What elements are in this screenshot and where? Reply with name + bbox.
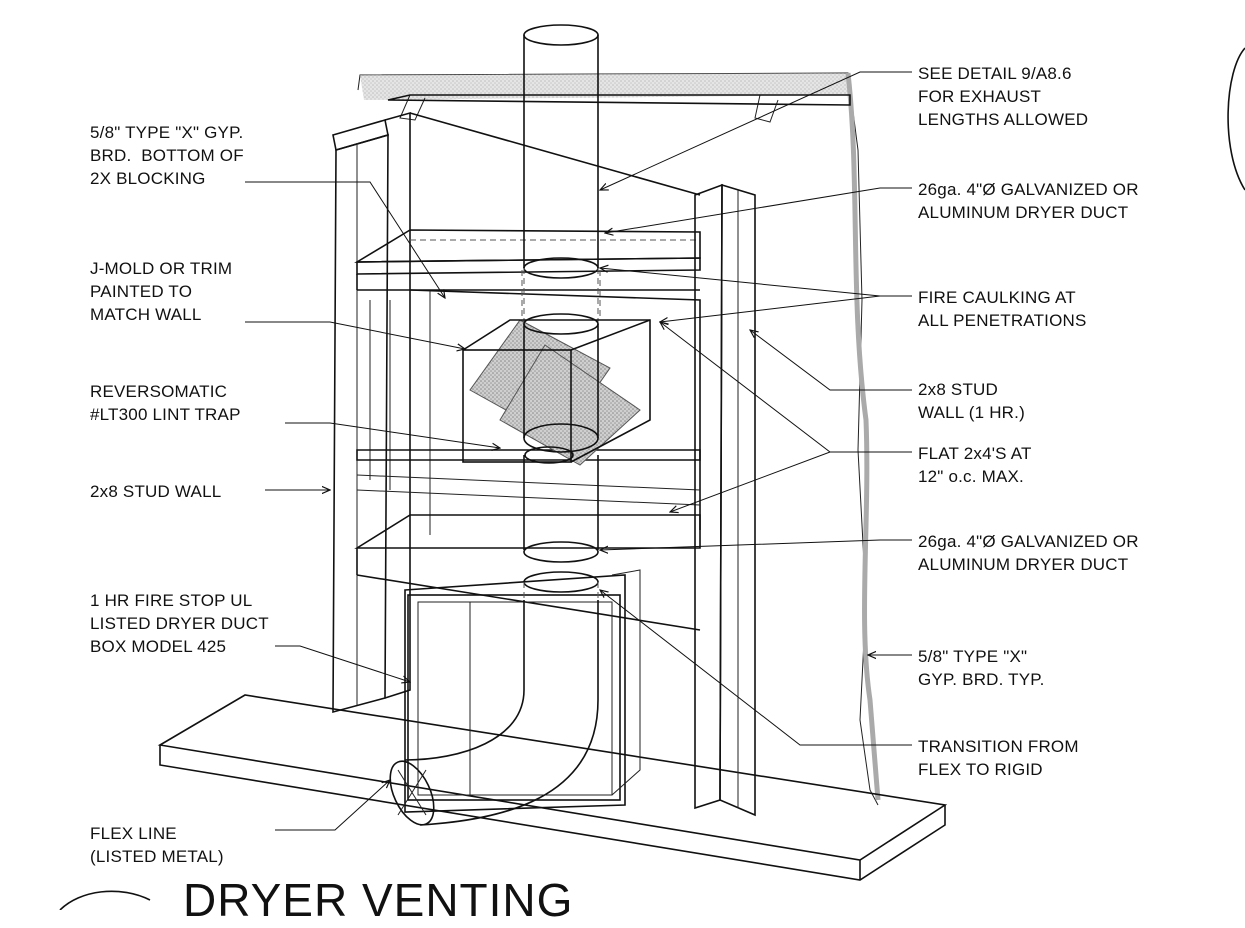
label-transition: TRANSITION FROM FLEX TO RIGID [918, 737, 1079, 779]
label-gyp-bottom-blocking: 5/8" TYPE "X" GYP. BRD. BOTTOM OF 2X BLO… [90, 123, 244, 188]
wall-frame [369, 94, 851, 535]
label-jmold: J-MOLD OR TRIM PAINTED TO MATCH WALL [90, 259, 233, 324]
fire-stop-box [404, 569, 641, 813]
label-dryer-duct-top: 26ga. 4"Ø GALVANIZED OR ALUMINUM DRYER D… [918, 180, 1139, 222]
flex-line [389, 600, 599, 826]
label-see-detail: SEE DETAIL 9/A8.6 FOR EXHAUST LENGTHS AL… [918, 64, 1089, 129]
upper-blocking [354, 229, 701, 291]
drawing-title: DRYER VENTING [183, 874, 574, 926]
label-flex-line: FLEX LINE (LISTED METAL) [90, 824, 224, 866]
left-stud [332, 111, 411, 714]
label-flat-2x4: FLAT 2x4'S AT 12" o.c. MAX. [918, 444, 1032, 486]
floor-plate [157, 694, 948, 881]
label-gyp-typ: 5/8" TYPE "X" GYP. BRD. TYP. [918, 647, 1045, 689]
leaders [245, 71, 912, 831]
detail-bubble-right [1227, 47, 1245, 191]
label-fire-caulking: FIRE CAULKING AT ALL PENETRATIONS [918, 288, 1087, 330]
label-fire-stop-box: 1 HR FIRE STOP UL LISTED DRYER DUCT BOX … [90, 591, 269, 656]
label-dryer-duct-bottom: 26ga. 4"Ø GALVANIZED OR ALUMINUM DRYER D… [918, 532, 1139, 574]
label-stud-wall-left: 2x8 STUD WALL [90, 482, 222, 501]
detail-bubble-left [59, 890, 151, 910]
lint-trap [462, 313, 651, 466]
duct-upper [523, 24, 599, 330]
label-lint-trap: REVERSOMATIC #LT300 LINT TRAP [90, 382, 241, 424]
gyp-board-right [357, 72, 881, 806]
right-stud [694, 183, 756, 817]
centerlines [521, 270, 601, 320]
label-stud-wall-right: 2x8 STUD WALL (1 HR.) [918, 380, 1025, 422]
